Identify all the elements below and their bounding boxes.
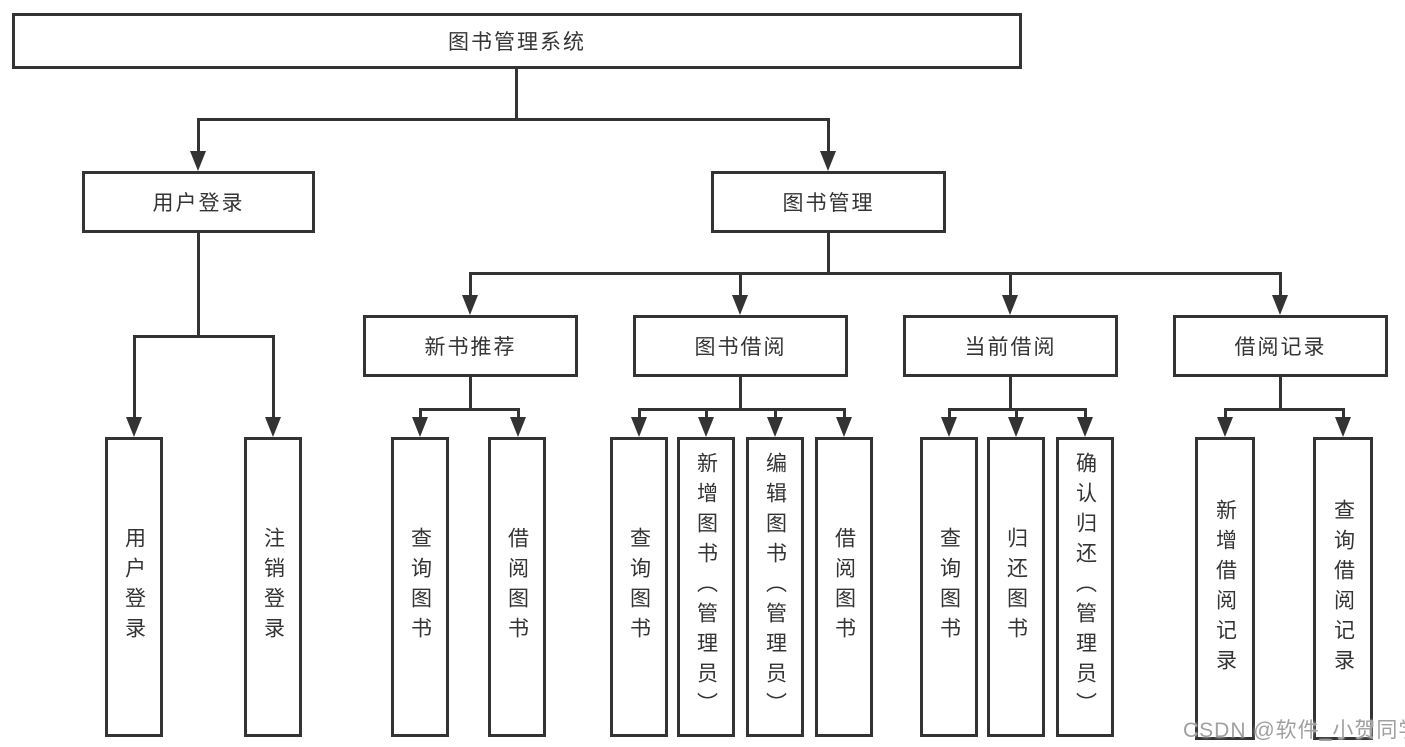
connector-drop bbox=[1342, 408, 1345, 422]
arrow-down-icon bbox=[1008, 417, 1024, 437]
arrow-down-icon bbox=[1335, 417, 1351, 437]
node-query-borrow-record: 查询借阅记录 bbox=[1313, 437, 1373, 740]
node-borrow-books: 借阅图书 bbox=[815, 437, 873, 737]
watermark: CSDN @软件_小贺同学 bbox=[1183, 719, 1405, 742]
connector-drop bbox=[197, 118, 200, 158]
arrow-down-icon bbox=[820, 151, 836, 171]
connector-drop bbox=[419, 408, 422, 422]
arrow-down-icon bbox=[631, 417, 647, 437]
arrow-down-icon bbox=[412, 417, 428, 437]
connector-drop bbox=[705, 408, 708, 422]
arrow-down-icon bbox=[1272, 295, 1288, 315]
connector-drop bbox=[1015, 408, 1018, 422]
connector-trunk bbox=[1009, 377, 1012, 411]
node-login: 用户登录 bbox=[105, 437, 163, 737]
connector-trunk bbox=[197, 233, 200, 338]
connector-branch bbox=[197, 118, 830, 121]
connector-drop bbox=[133, 335, 136, 423]
connector-drop bbox=[827, 118, 830, 158]
connector-trunk bbox=[515, 69, 518, 121]
node-book-borrow: 图书借阅 bbox=[633, 315, 848, 377]
connector-drop bbox=[1224, 408, 1227, 422]
connector-branch bbox=[419, 408, 520, 411]
node-user-login: 用户登录 bbox=[82, 171, 315, 233]
arrow-down-icon bbox=[836, 417, 852, 437]
connector-trunk bbox=[827, 233, 830, 275]
node-confirm-return-admin: 确认归还（管理员） bbox=[1056, 437, 1114, 737]
connector-drop bbox=[774, 408, 777, 422]
arrow-down-icon bbox=[190, 151, 206, 171]
arrow-down-icon bbox=[1077, 417, 1093, 437]
connector-branch bbox=[133, 335, 275, 338]
connector-drop bbox=[739, 272, 742, 300]
arrow-down-icon bbox=[462, 295, 478, 315]
connector-drop bbox=[948, 408, 951, 422]
connector-branch bbox=[638, 408, 846, 411]
node-return-book: 归还图书 bbox=[987, 437, 1045, 737]
connector-drop bbox=[469, 272, 472, 300]
connector-drop bbox=[1084, 408, 1087, 422]
arrow-down-icon bbox=[767, 417, 783, 437]
connector-branch bbox=[1224, 408, 1345, 411]
connector-drop bbox=[1279, 272, 1282, 300]
arrow-down-icon bbox=[732, 295, 748, 315]
node-query-books-current: 查询图书 bbox=[920, 437, 978, 737]
node-borrow-books-recommend: 借阅图书 bbox=[488, 437, 546, 737]
node-add-borrow-record: 新增借阅记录 bbox=[1195, 437, 1255, 740]
node-new-book-recommend: 新书推荐 bbox=[363, 315, 578, 377]
connector-drop bbox=[517, 408, 520, 422]
node-add-book-admin: 新增图书（管理员） bbox=[677, 437, 735, 737]
arrow-down-icon bbox=[510, 417, 526, 437]
node-query-books-recommend: 查询图书 bbox=[391, 437, 449, 737]
connector-drop bbox=[638, 408, 641, 422]
connector-drop bbox=[1009, 272, 1012, 300]
connector-branch bbox=[469, 272, 1282, 275]
node-logout: 注销登录 bbox=[244, 437, 302, 737]
connector-drop bbox=[272, 335, 275, 423]
node-book-management: 图书管理 bbox=[711, 171, 946, 233]
arrow-down-icon bbox=[265, 417, 281, 437]
arrow-down-icon bbox=[1217, 417, 1233, 437]
node-root: 图书管理系统 bbox=[12, 13, 1022, 69]
connector-trunk bbox=[469, 377, 472, 411]
node-current-borrow: 当前借阅 bbox=[903, 315, 1118, 377]
node-edit-book-admin: 编辑图书（管理员） bbox=[746, 437, 804, 737]
arrow-down-icon bbox=[698, 417, 714, 437]
arrow-down-icon bbox=[941, 417, 957, 437]
arrow-down-icon bbox=[1002, 295, 1018, 315]
connector-trunk bbox=[739, 377, 742, 411]
connector-drop bbox=[843, 408, 846, 422]
arrow-down-icon bbox=[126, 417, 142, 437]
connector-trunk bbox=[1279, 377, 1282, 411]
node-query-books-borrow: 查询图书 bbox=[610, 437, 668, 737]
node-borrow-records: 借阅记录 bbox=[1173, 315, 1388, 377]
